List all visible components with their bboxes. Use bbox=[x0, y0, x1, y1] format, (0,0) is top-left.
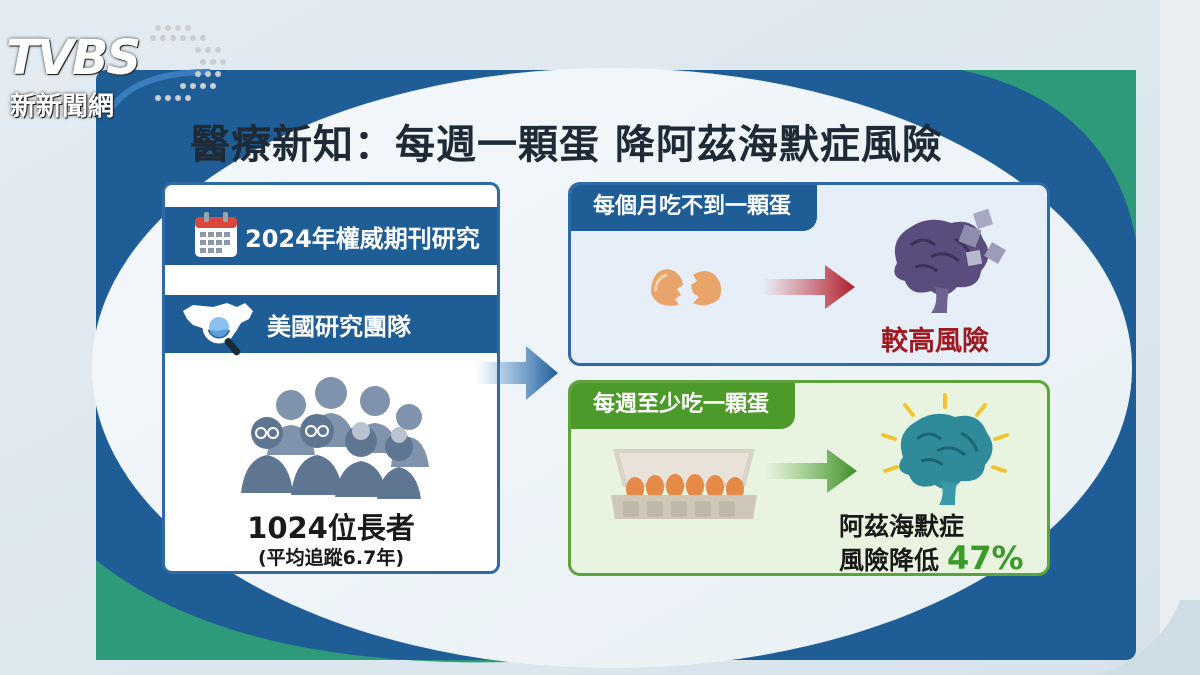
healthy-brain-icon bbox=[881, 393, 1009, 505]
elderly-people-icon bbox=[241, 377, 429, 499]
page-title: 醫療新知：每週一顆蛋 降阿茲海默症風險 bbox=[190, 122, 943, 168]
logo-subtitle: 新新聞網 bbox=[10, 92, 115, 122]
brain-puzzle-icon bbox=[894, 208, 1006, 313]
low-intake-label: 每個月吃不到一顆蛋 bbox=[571, 185, 818, 231]
right-arrow-icon bbox=[476, 346, 558, 400]
cracked-eggshell-icon bbox=[651, 269, 722, 306]
egg-carton-icon bbox=[611, 449, 757, 519]
study-panel: 2024年權威期刊研究 美國研究團隊 bbox=[162, 182, 500, 574]
result-line-2-text: 風險降低 bbox=[839, 546, 940, 575]
team-label: 美國研究團隊 bbox=[267, 313, 411, 341]
high-risk-label: 較高風險 bbox=[881, 326, 989, 357]
risk-reduction-percent: 47% bbox=[947, 539, 1024, 576]
journal-label: 2024年權威期刊研究 bbox=[245, 225, 480, 253]
usa-map-magnifier-icon bbox=[183, 303, 253, 356]
logo-brand: TVBS bbox=[6, 30, 141, 86]
participant-count: 1024位長者 bbox=[247, 511, 415, 545]
result-line-1: 阿茲海默症 bbox=[839, 512, 965, 541]
tvbs-logo bbox=[150, 25, 226, 101]
weekly-intake-panel: 每週至少吃一顆蛋 bbox=[568, 380, 1050, 576]
red-arrow-icon bbox=[763, 265, 855, 309]
low-intake-panel: 每個月吃不到一顆蛋 較高風險 bbox=[568, 182, 1050, 366]
team-band: 美國研究團隊 bbox=[165, 295, 497, 356]
green-arrow-icon bbox=[765, 449, 857, 493]
followup-duration: (平均追蹤6.7年) bbox=[257, 547, 405, 569]
weekly-intake-label: 每週至少吃一顆蛋 bbox=[571, 383, 796, 429]
calendar-icon bbox=[195, 212, 237, 257]
journal-band: 2024年權威期刊研究 bbox=[165, 207, 497, 265]
